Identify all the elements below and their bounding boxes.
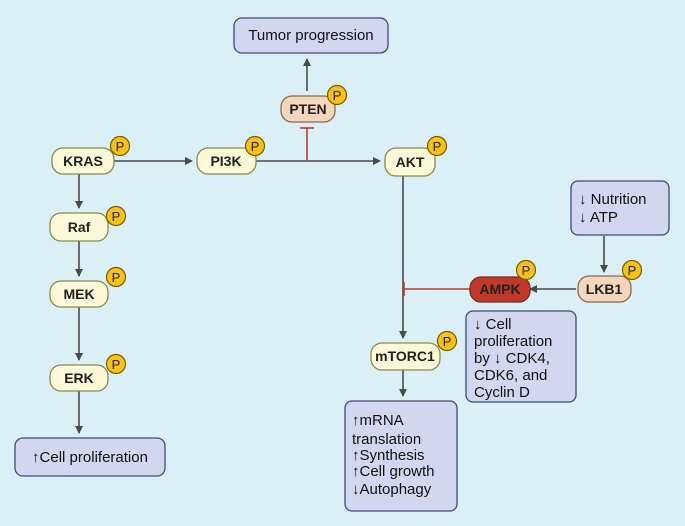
node-ampk: AMPK (469, 276, 531, 303)
node-raf-label: Raf (68, 219, 91, 235)
node-lkb1: LKB1 (577, 275, 632, 303)
node-ampk-label: AMPK (479, 281, 520, 297)
phospho-lkb1-label: P (628, 263, 637, 278)
ampk-effects-line-2: proliferation (474, 333, 552, 350)
node-pi3k: PI3K (196, 147, 257, 175)
cell-proliferation-label: ↑Cell proliferation (32, 449, 148, 466)
mtor-effects-line-2: translation (352, 431, 421, 448)
node-erk-label: ERK (64, 370, 94, 386)
mtor-effects-line-4: ↑Cell growth (352, 463, 435, 480)
node-mtorc1: mTORC1 (370, 342, 441, 371)
mtor-effects-line-1: ↑mRNA (352, 412, 404, 429)
edges (75, 58, 608, 434)
ampk-effects-line-3: by ↓ CDK4, (474, 350, 550, 367)
phospho-kras: P (109, 135, 131, 157)
node-pten-label: PTEN (289, 101, 326, 117)
mtor-effects-line-5: ↓Autophagy (352, 481, 432, 498)
phospho-akt-label: P (433, 139, 442, 154)
nutrition-box: ↓ Nutrition ↓ ATP (570, 180, 670, 236)
phospho-akt: P (426, 135, 448, 157)
phospho-raf: P (105, 205, 127, 227)
phospho-pi3k-label: P (251, 139, 260, 154)
mtor-effects-line-3: ↑Synthesis (352, 447, 425, 464)
node-akt-label: AKT (396, 154, 425, 170)
phospho-mtorc1-label: P (443, 334, 452, 349)
node-raf: Raf (49, 212, 109, 242)
node-kras: KRAS (51, 147, 115, 175)
phospho-ampk-label: P (522, 263, 531, 278)
node-lkb1-label: LKB1 (586, 281, 623, 297)
node-mtorc1-label: mTORC1 (375, 348, 435, 364)
ampk-effects-line-1: ↓ Cell (474, 316, 512, 333)
phospho-kras-label: P (116, 139, 125, 154)
phospho-mek: P (105, 266, 127, 288)
phospho-mtorc1: P (436, 330, 458, 352)
ampk-effects-box: ↓ Cell proliferation by ↓ CDK4, CDK6, an… (465, 310, 577, 403)
phospho-erk-label: P (112, 357, 121, 372)
ampk-effects-line-5: Cyclin D (474, 384, 530, 401)
node-mek: MEK (49, 280, 109, 308)
mtor-effects-box: ↑mRNA translation ↑Synthesis ↑Cell growt… (344, 400, 458, 512)
node-erk: ERK (49, 364, 109, 392)
node-akt: AKT (384, 147, 436, 177)
ampk-effects-line-4: CDK6, and (474, 367, 547, 384)
phospho-ampk: P (515, 259, 537, 281)
cell-proliferation-box: ↑Cell proliferation (14, 437, 166, 477)
phospho-pi3k: P (244, 135, 266, 157)
inhibition-edges (300, 127, 470, 296)
phospho-pten-label: P (333, 88, 342, 103)
phospho-raf-label: P (112, 209, 121, 224)
phospho-lkb1: P (621, 259, 643, 281)
phospho-pten: P (326, 84, 348, 106)
phospho-erk: P (105, 353, 127, 375)
node-pi3k-label: PI3K (210, 153, 241, 169)
node-mek-label: MEK (63, 286, 94, 302)
tumor-progression-label: Tumor progression (248, 27, 373, 44)
node-pten: PTEN (280, 95, 336, 123)
nutrition-line-2: ↓ ATP (579, 209, 618, 226)
phospho-mek-label: P (112, 270, 121, 285)
nutrition-line-1: ↓ Nutrition (579, 191, 647, 208)
tumor-progression-box: Tumor progression (233, 17, 389, 54)
node-kras-label: KRAS (63, 153, 103, 169)
